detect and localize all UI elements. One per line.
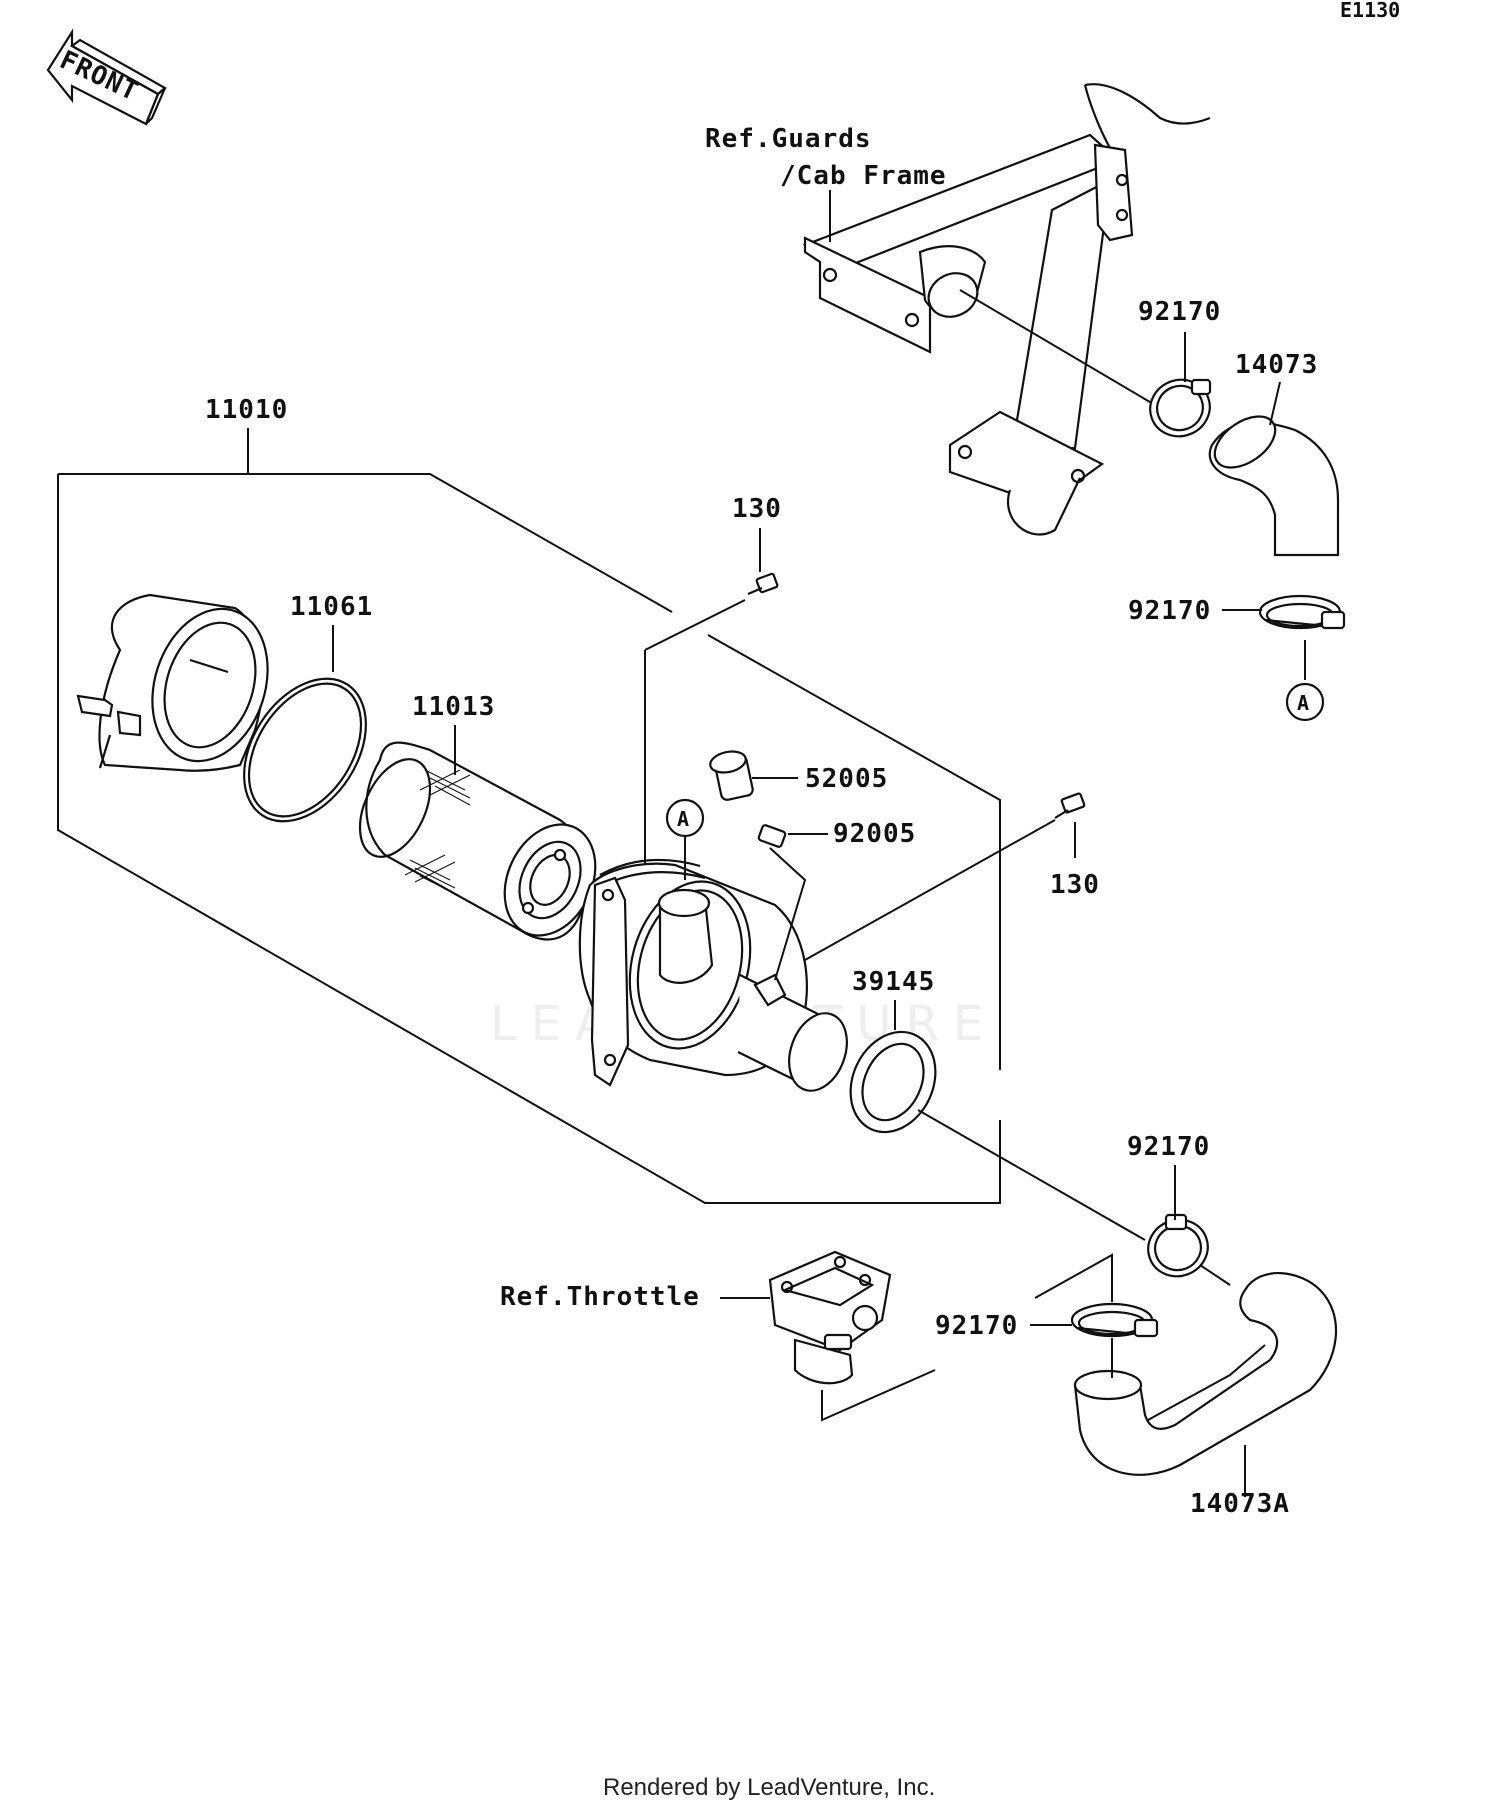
hose-14073A xyxy=(1073,1272,1338,1476)
callout-11061: 11061 xyxy=(290,592,373,622)
bolt-130-right xyxy=(1054,792,1086,819)
callout-92170-lower-left: 92170 xyxy=(935,1311,1018,1341)
hose-clamp-92170-top xyxy=(1149,378,1212,438)
callout-92005: 92005 xyxy=(833,819,916,849)
hose-clamp-92170-right xyxy=(1258,594,1346,630)
hose-clamp-92170-lower-right xyxy=(1147,1213,1209,1278)
footer-credit: Rendered by LeadVenture, Inc. xyxy=(603,1774,935,1801)
cab-frame-drawing xyxy=(802,83,1211,536)
ref-throttle-label: Ref.Throttle xyxy=(500,1282,700,1312)
bolt-130-upper xyxy=(747,572,779,596)
callout-39145: 39145 xyxy=(852,967,935,997)
callout-14073: 14073 xyxy=(1235,350,1318,380)
svg-text:A: A xyxy=(1297,691,1309,715)
callout-52005: 52005 xyxy=(805,764,888,794)
ref-a-marker-body: A xyxy=(665,798,705,838)
hose-clamp-92170-lower-left xyxy=(1070,1302,1159,1338)
svg-text:A: A xyxy=(677,807,689,831)
callout-130-right: 130 xyxy=(1050,870,1100,900)
assembly-11010-bracket xyxy=(57,428,1001,1204)
callout-11013: 11013 xyxy=(412,692,495,722)
hose-14073 xyxy=(1208,415,1340,557)
callout-130-upper: 130 xyxy=(732,494,782,524)
fitting-92005 xyxy=(757,824,787,848)
front-arrow-icon: FRONT xyxy=(46,28,167,126)
valve-52005 xyxy=(709,750,754,801)
callout-11010: 11010 xyxy=(205,395,288,425)
ref-guards-label: Ref.Guards xyxy=(705,124,872,154)
mesh-hatch xyxy=(404,769,471,896)
ref-cab-frame-label: /Cab Frame xyxy=(780,161,947,191)
callout-92170-right: 92170 xyxy=(1128,596,1211,626)
air-cleaner-housing xyxy=(578,858,848,1092)
ref-a-marker-top: A xyxy=(1285,682,1325,722)
air-cleaner-cover xyxy=(76,593,269,772)
callout-92170-lower-right: 92170 xyxy=(1127,1132,1210,1162)
callout-92170-top: 92170 xyxy=(1138,297,1221,327)
callout-14073A: 14073A xyxy=(1190,1489,1290,1519)
filter-element-11013 xyxy=(358,741,597,941)
diagram-code: E1130 xyxy=(1340,0,1400,22)
gasket-11061 xyxy=(243,677,367,823)
throttle-body-drawing xyxy=(768,1250,892,1385)
coupler-39145 xyxy=(849,1030,937,1134)
